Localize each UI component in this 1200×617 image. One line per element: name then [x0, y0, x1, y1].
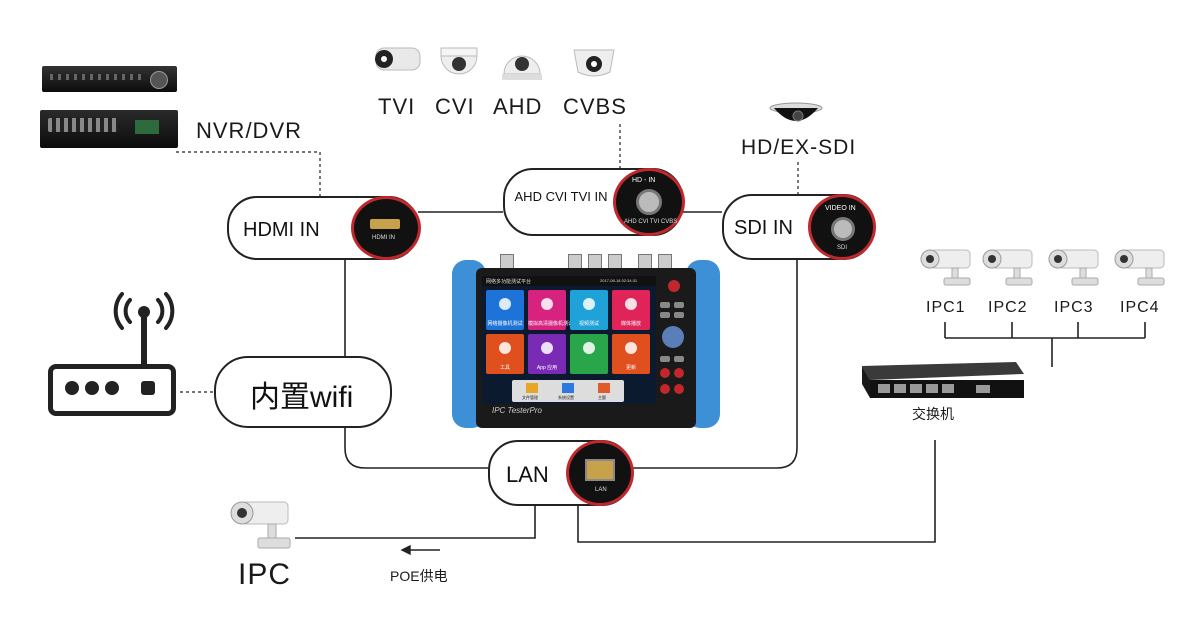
tile-label: 媒体播放 [620, 321, 641, 327]
dvr-device [40, 110, 178, 148]
tile-icon [541, 298, 553, 310]
tile-icon [541, 342, 553, 354]
wifi-box: 内置wifi [214, 356, 392, 428]
device-brand: IPC TesterPro [492, 406, 542, 415]
lan-port-label: LAN [595, 487, 607, 493]
screen-tile[interactable]: 网络摄像机测试 [486, 290, 524, 330]
screen-tile[interactable]: 媒体播放 [612, 290, 650, 330]
tile-icon [499, 342, 511, 354]
ipc-camera-icon [980, 246, 1038, 286]
lan-port-icon: LAN [566, 440, 634, 506]
cvi-camera-icon [437, 42, 481, 82]
tile-label: 网络摄像机测试 [487, 321, 523, 327]
network-switch-icon [856, 360, 1026, 398]
bnc-port-icon: HD - IN AHD CVI TVI CVBS [613, 168, 685, 236]
tile-icon [499, 298, 511, 310]
screen-tile[interactable]: 工具 [486, 334, 524, 374]
tile-label: 视频测试 [578, 321, 599, 327]
sdi-camera-icon [768, 98, 824, 130]
tile-icon [583, 298, 595, 310]
tile-label: App 应用 [536, 365, 558, 371]
device-keypad [660, 302, 688, 402]
wifi-label: 内置wifi [250, 381, 354, 414]
screen-dock: 文件管理 系统设置 主题 [512, 380, 624, 402]
dpad-icon [662, 326, 684, 348]
screen-header-title: 网络多功能测试平台 [486, 279, 532, 285]
tile-label: 模拟高清摄像机测试 [528, 321, 574, 327]
tile-label: 更新 [625, 365, 636, 371]
nvr-front-panel [50, 74, 146, 80]
analog-in-label: AHD CVI TVI IN [514, 189, 608, 204]
nvr-dvr-label: NVR/DVR [196, 118, 303, 143]
nvr-knob-icon [150, 71, 168, 89]
tile-icon [625, 342, 637, 354]
device-connectors [492, 254, 692, 270]
screen-tile[interactable]: 更新 [612, 334, 650, 374]
tvi-label: TVI [378, 94, 416, 119]
wifi-signal-icon [108, 288, 180, 364]
ipc-camera-icon [228, 498, 296, 554]
router-icon [48, 364, 176, 416]
sdi-port-label-top: VIDEO IN [825, 205, 856, 212]
bnc-port-label-top: HD - IN [632, 177, 656, 184]
sdi-in-label: SDI IN [734, 217, 793, 239]
ahd-label: AHD [493, 94, 543, 119]
hdmi-in-box: HDMI IN HDMI IN [227, 196, 421, 260]
nvr-device [42, 66, 177, 92]
screen-header-time: 2017-08-18 02:34:31 [600, 278, 638, 283]
dock-label-files: 文件管理 [522, 395, 538, 400]
sdi-port-label-bottom: SDI [837, 245, 848, 251]
tile-icon [583, 342, 595, 354]
tester-device: 网络多功能测试平台 2017-08-18 02:34:31 网络摄像机测试模拟高… [452, 254, 720, 430]
sdi-in-box: SDI IN VIDEO IN SDI [722, 194, 876, 260]
ipc-label-2: IPC2 [988, 299, 1028, 316]
ipc-camera-icon [918, 246, 976, 286]
cvbs-label: CVBS [563, 94, 627, 119]
sdi-camera-label: HD/EX-SDI [741, 136, 857, 159]
dvr-ports [48, 118, 118, 132]
hdmi-port-icon: HDMI IN [351, 196, 421, 260]
tile-icon [625, 298, 637, 310]
hdmi-in-label: HDMI IN [243, 219, 320, 241]
ahd-camera-icon [500, 44, 544, 82]
bnc-port-label-bottom: AHD CVI TVI CVBS [624, 219, 678, 225]
sdi-port-icon: VIDEO IN SDI [808, 194, 876, 260]
switch-label: 交换机 [912, 406, 954, 422]
tvi-camera-icon [368, 42, 424, 78]
poe-label: POE供电 [390, 568, 448, 584]
dock-label-settings: 系统设置 [558, 395, 574, 400]
screen-header: 网络多功能测试平台 2017-08-18 02:34:31 [482, 276, 656, 286]
screen-tile[interactable]: 模拟高清摄像机测试 [528, 290, 574, 330]
screen-tile[interactable] [570, 334, 608, 374]
ipc-label: IPC [238, 558, 292, 591]
ipc-label-3: IPC3 [1054, 299, 1094, 316]
cvi-label: CVI [435, 94, 475, 119]
ipc-label-4: IPC4 [1120, 299, 1160, 316]
ipc-label-1: IPC1 [926, 299, 966, 316]
lan-label: LAN [506, 462, 549, 487]
lan-box: LAN LAN [488, 440, 634, 506]
power-button-icon [668, 280, 680, 292]
device-screen: 网络多功能测试平台 2017-08-18 02:34:31 网络摄像机测试模拟高… [482, 276, 656, 404]
ipc-camera-icon [1046, 246, 1104, 286]
screen-tile[interactable]: App 应用 [528, 334, 566, 374]
analog-in-box: AHD CVI TVI IN HD - IN AHD CVI TVI CVBS [503, 168, 685, 236]
dock-label-theme: 主题 [598, 395, 606, 400]
tile-label: 工具 [499, 365, 510, 371]
hdmi-port-label: HDMI IN [372, 235, 395, 241]
screen-tile[interactable]: 视频测试 [570, 290, 608, 330]
ipc-camera-icon [1112, 246, 1170, 286]
cvbs-camera-icon [570, 42, 618, 82]
dvr-connector [135, 120, 159, 134]
